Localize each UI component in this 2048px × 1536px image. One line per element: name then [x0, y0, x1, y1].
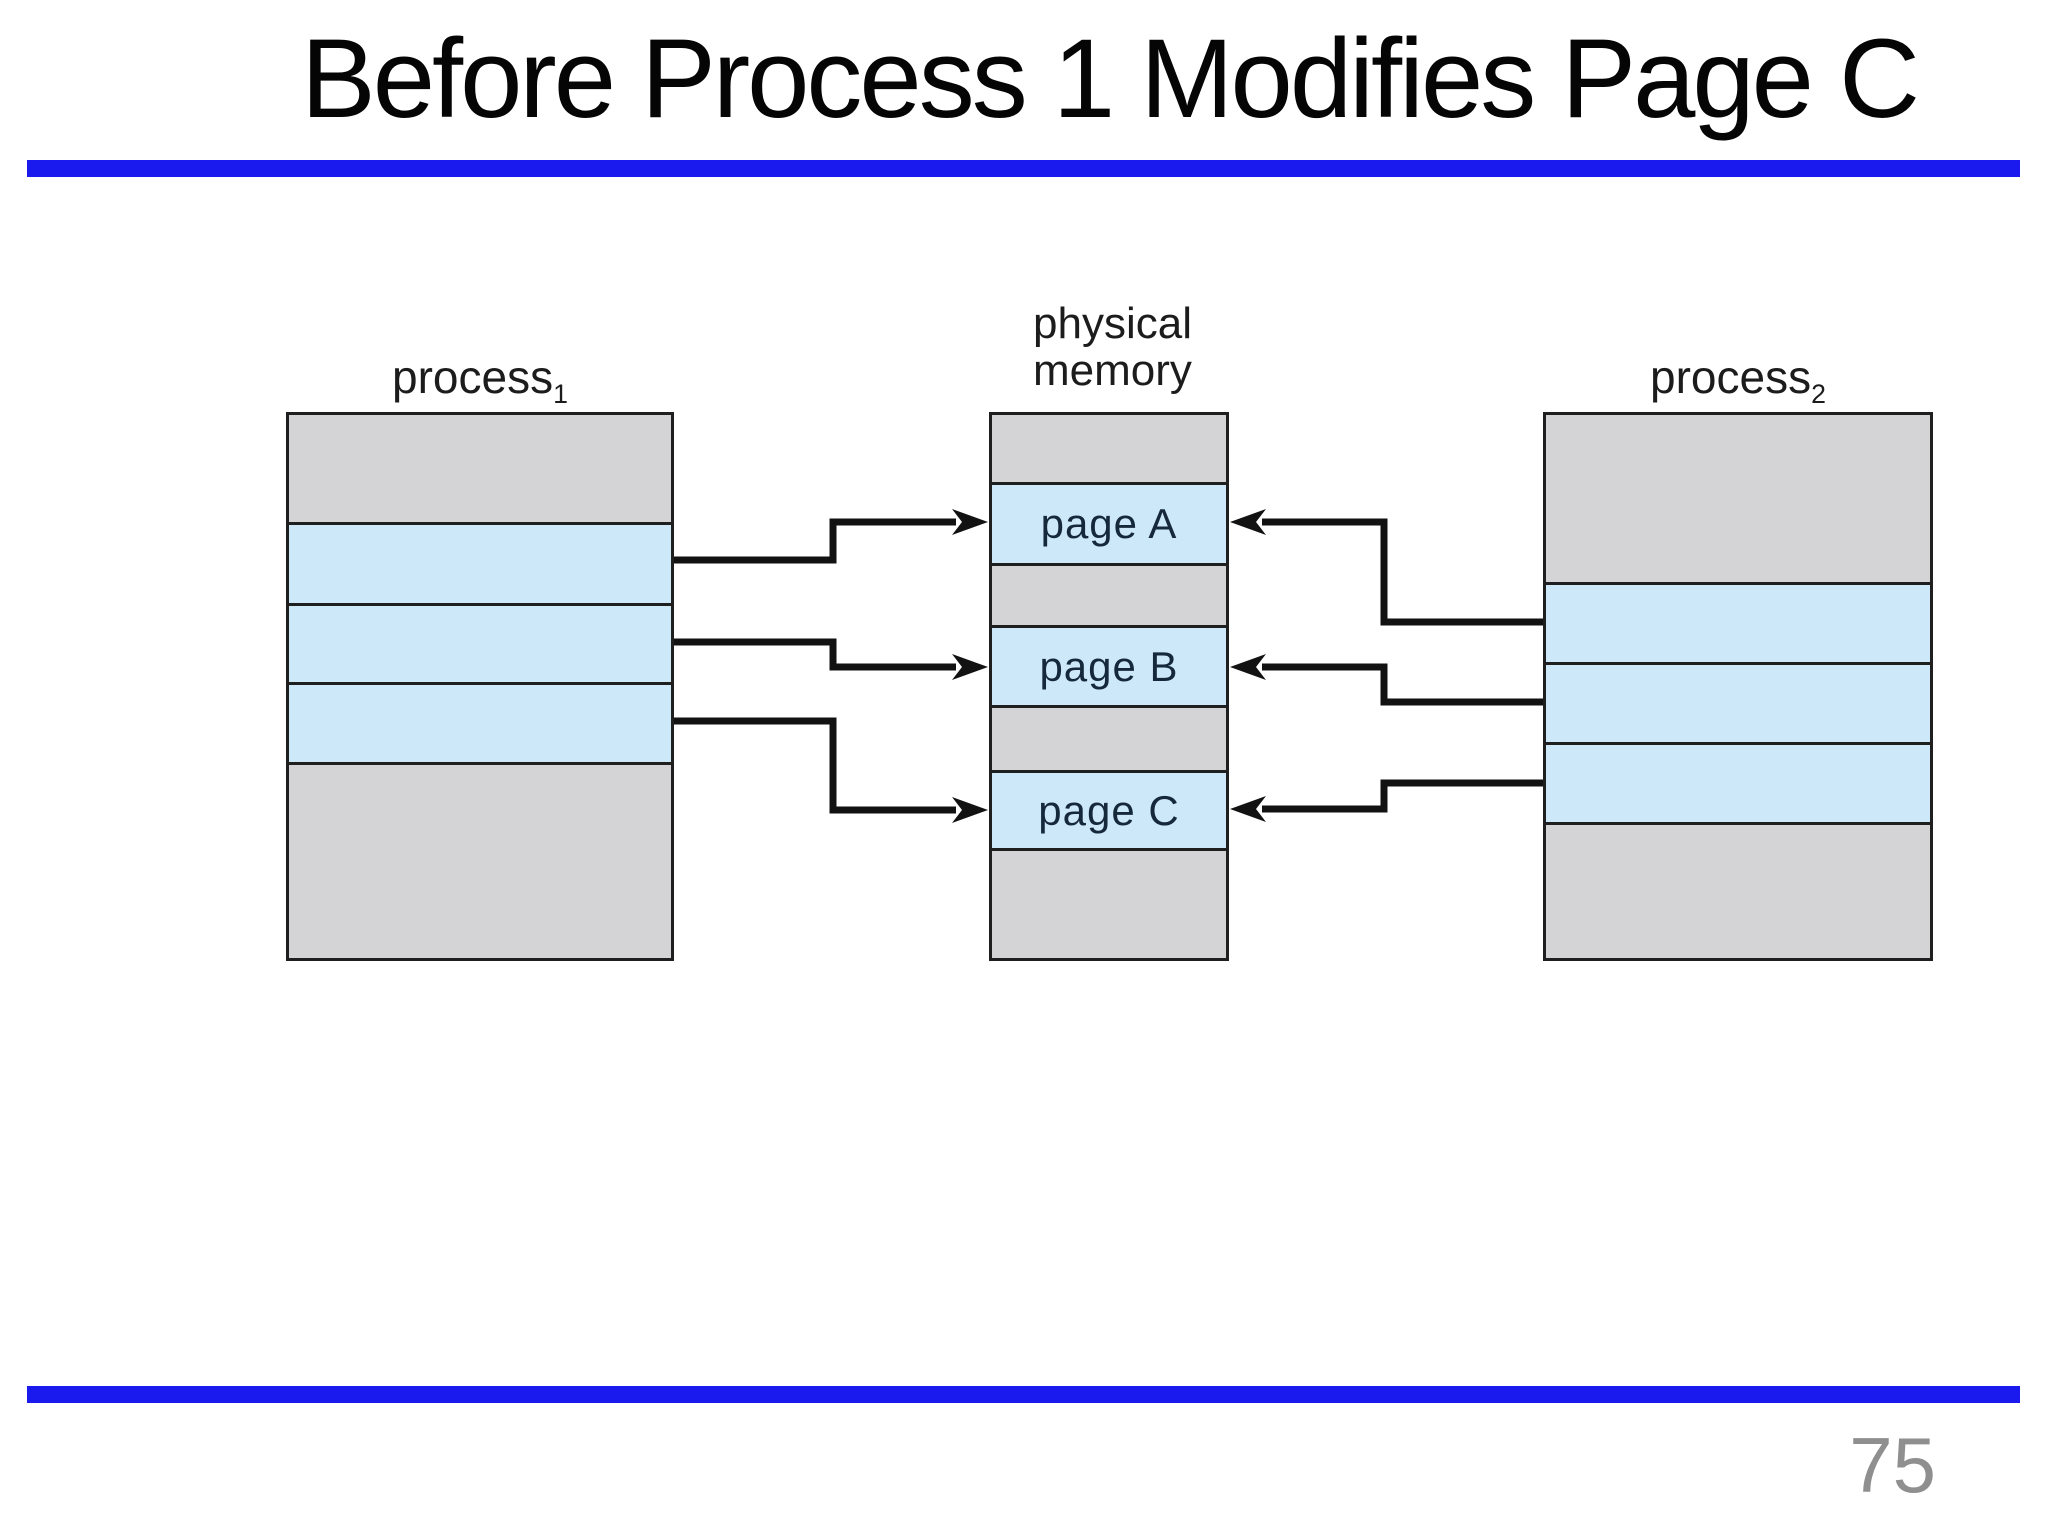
arrow-process1-to-page-b [674, 638, 988, 680]
process2-label-subscript: 2 [1811, 379, 1826, 410]
process2-label: process2 [1543, 351, 1933, 408]
process2-page-row-1 [1546, 582, 1930, 662]
process1-box [286, 412, 674, 961]
slide-title: Before Process 1 Modifies Page C [301, 16, 1920, 141]
page-b-label: page B [1039, 642, 1179, 690]
memory-page-b-frame: page B [992, 625, 1226, 705]
process2-box [1543, 412, 1933, 961]
footer-rule [27, 1386, 2020, 1403]
arrow-process1-to-page-c [674, 717, 988, 823]
title-underline-rule [27, 160, 2020, 177]
process2-page-row-3 [1546, 742, 1930, 822]
physical-memory-label-line1: physical [1033, 299, 1192, 348]
process1-label: process1 [286, 351, 674, 408]
arrow-process2-to-page-a [1230, 509, 1543, 626]
process2-label-text: process [1650, 351, 1812, 403]
physical-memory-label: physical memory [1033, 300, 1192, 394]
arrowhead-left-icon [1230, 796, 1266, 822]
memory-free-frame-bottom [992, 848, 1226, 958]
process2-unmapped-bottom [1546, 822, 1930, 958]
memory-free-frame-1 [992, 563, 1226, 625]
process1-page-row-2 [289, 603, 671, 682]
memory-page-a-frame: page A [992, 482, 1226, 563]
arrowhead-left-icon [1230, 654, 1266, 680]
arrowhead-right-icon [952, 654, 988, 680]
process1-page-row-1 [289, 522, 671, 603]
arrow-process1-to-page-a [674, 509, 988, 564]
arrowhead-left-icon [1230, 509, 1266, 535]
process1-label-text: process [392, 351, 554, 403]
physical-memory-label-line2: memory [1033, 346, 1192, 395]
page-a-label: page A [1040, 500, 1178, 547]
process2-unmapped-top [1546, 415, 1930, 582]
memory-free-frame-top [992, 415, 1226, 482]
process1-unmapped-bottom [289, 762, 671, 958]
process2-page-row-2 [1546, 662, 1930, 742]
arrow-process2-to-page-b [1230, 654, 1543, 706]
memory-page-c-frame: page C [992, 770, 1226, 848]
process1-label-subscript: 1 [553, 379, 568, 410]
process1-page-row-3 [289, 682, 671, 762]
memory-free-frame-2 [992, 705, 1226, 770]
process1-unmapped-top [289, 415, 671, 522]
arrow-process2-to-page-c [1230, 779, 1543, 822]
page-c-label: page C [1038, 786, 1180, 834]
arrowhead-right-icon [952, 509, 988, 535]
page-number: 75 [1849, 1421, 1936, 1509]
physical-memory-box: page A page B page C [989, 412, 1229, 961]
arrowhead-right-icon [952, 797, 988, 823]
